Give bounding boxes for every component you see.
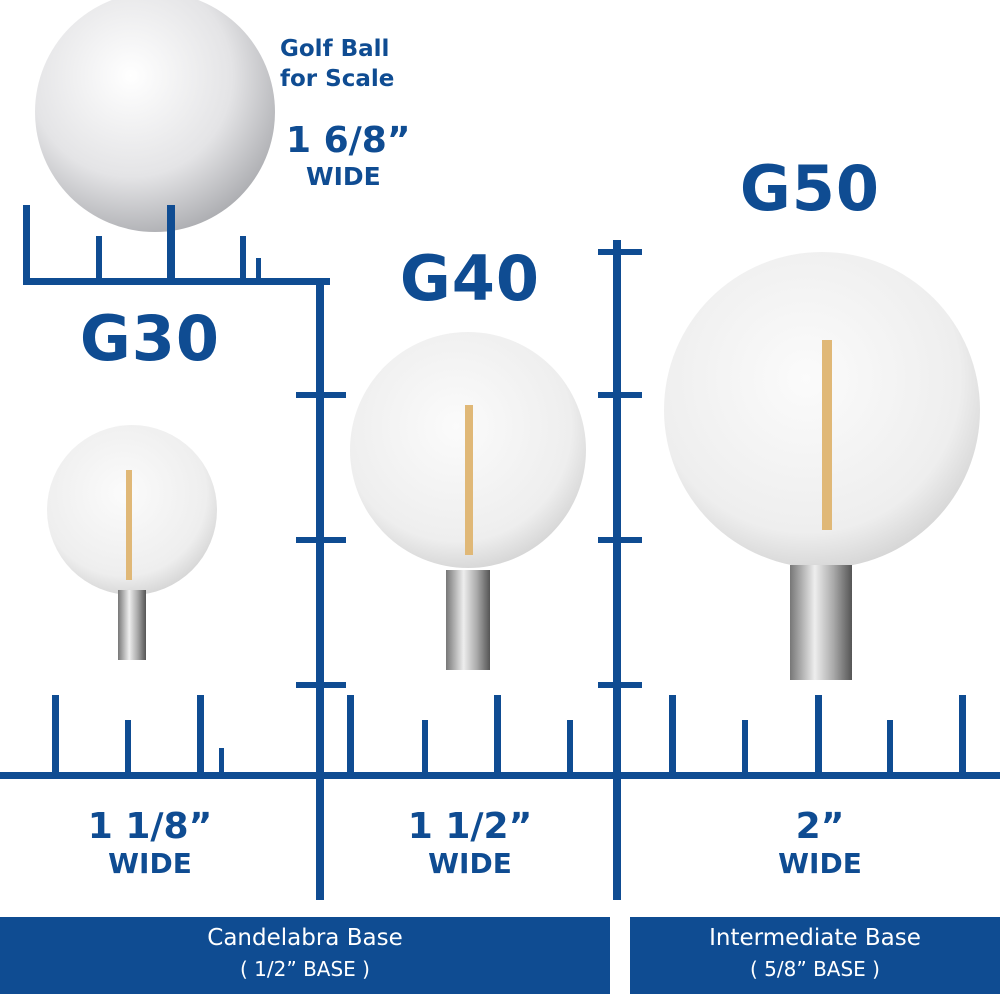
g50-title: G50 xyxy=(739,152,881,225)
ruler-lines xyxy=(0,205,1000,900)
intermediate-base-title: Intermediate Base xyxy=(709,925,921,951)
intermediate-base-subtitle: ( 5/8” BASE ) xyxy=(750,957,880,981)
g40-unit: WIDE xyxy=(428,847,512,880)
golf-ball-image xyxy=(35,0,275,232)
golf-ball-unit: WIDE xyxy=(306,162,381,191)
g30-size: 1 1/8” xyxy=(87,806,213,847)
golf-ball-label: Golf Ball for Scale xyxy=(280,34,394,94)
g50-unit: WIDE xyxy=(778,847,862,880)
g30-title: G30 xyxy=(79,302,221,375)
g40-size: 1 1/2” xyxy=(407,806,533,847)
candelabra-base-title: Candelabra Base xyxy=(207,925,403,951)
intermediate-base-banner: Intermediate Base ( 5/8” BASE ) xyxy=(630,917,1000,994)
g30-unit: WIDE xyxy=(108,847,192,880)
g40-bulb-image xyxy=(350,332,586,670)
g50-size: 2” xyxy=(795,806,845,847)
g40-title: G40 xyxy=(399,242,541,315)
golf-ball-label-line2: for Scale xyxy=(280,66,395,92)
g50-bulb-image xyxy=(664,252,980,680)
golf-ball-size: 1 6/8” xyxy=(286,120,411,161)
candelabra-base-subtitle: ( 1/2” BASE ) xyxy=(240,957,370,981)
golf-ball-label-line1: Golf Ball xyxy=(280,36,390,62)
g30-bulb-image xyxy=(47,425,217,660)
candelabra-base-banner: Candelabra Base ( 1/2” BASE ) xyxy=(0,917,610,994)
